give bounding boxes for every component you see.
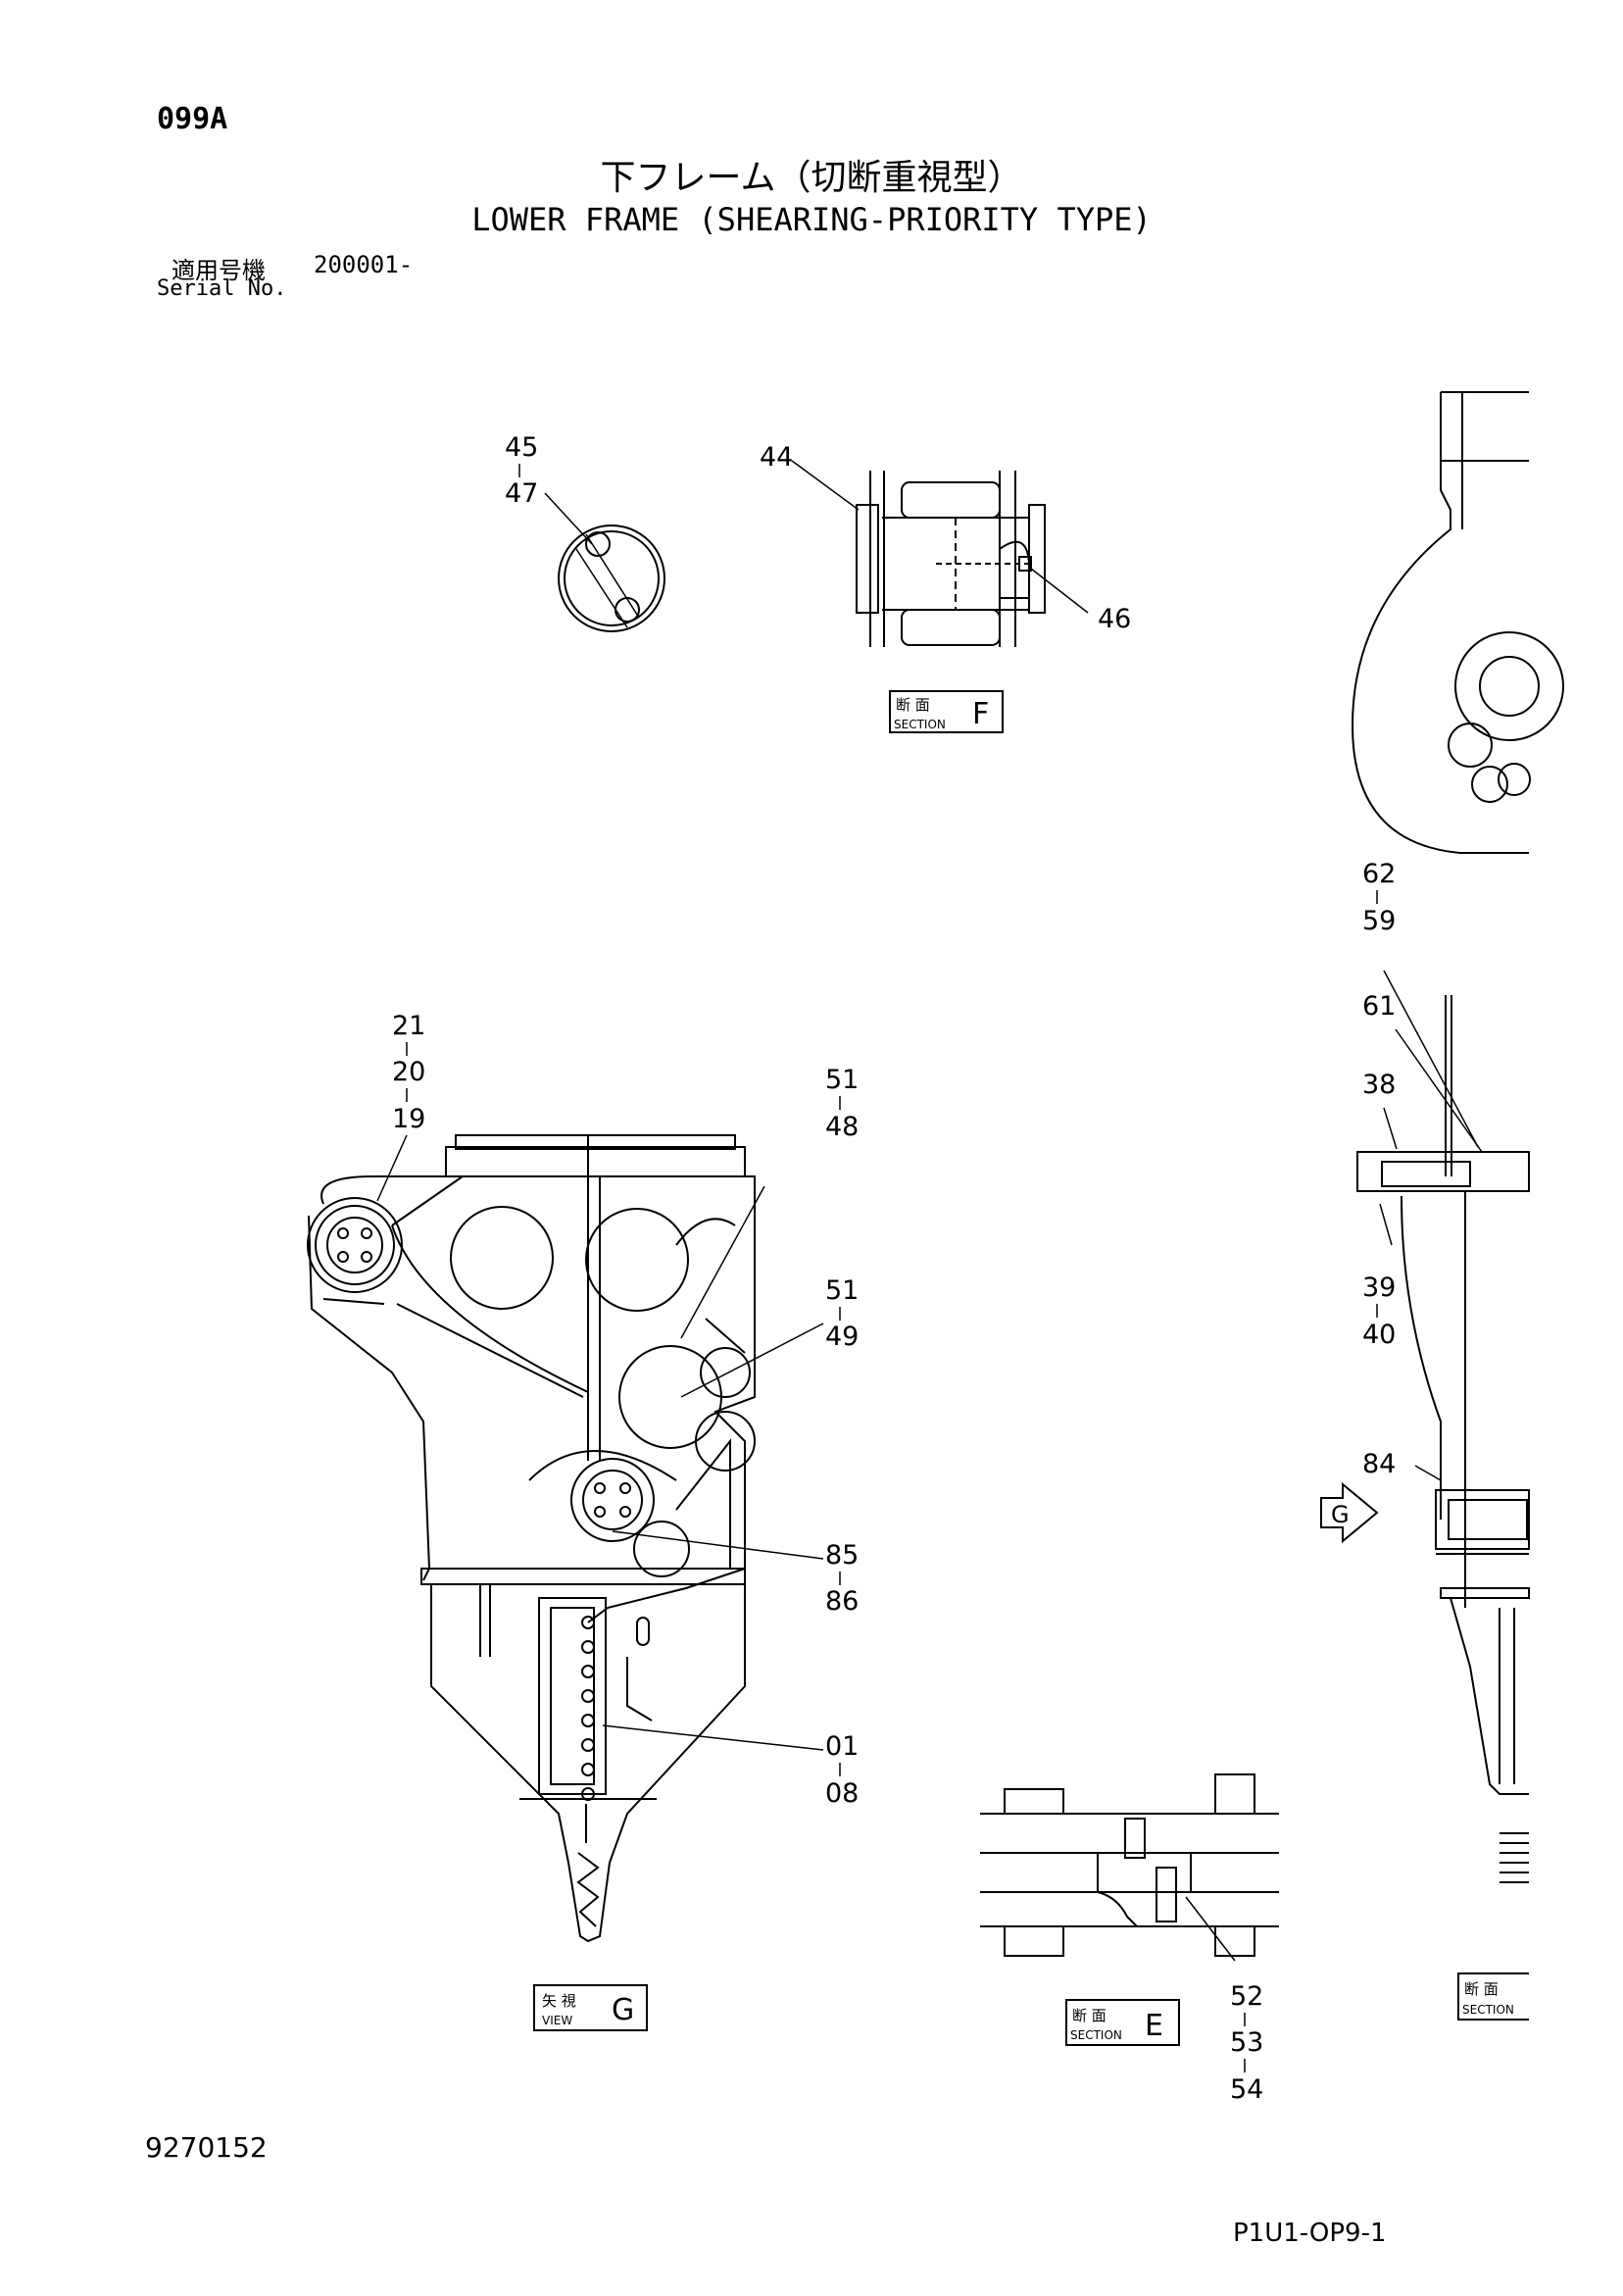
callout-01: 01: [825, 1731, 859, 1762]
callout-21: 21: [392, 1011, 425, 1041]
callout-44: 44: [760, 442, 793, 473]
detail-section-e: [980, 1773, 1279, 1962]
callout-38: 38: [1362, 1070, 1396, 1100]
callout-51-a: 51: [825, 1065, 859, 1095]
view-g-label: 矢 視 VIEW G: [533, 1984, 648, 2031]
svg-text:F: F: [972, 697, 989, 731]
callout-84: 84: [1362, 1449, 1396, 1479]
callout-59: 59: [1362, 906, 1396, 936]
callout-20: 20: [392, 1057, 425, 1087]
svg-text:SECTION: SECTION: [894, 718, 946, 731]
sheet-code: P1U1-OP9-1: [1233, 2219, 1387, 2248]
svg-text:断 面: 断 面: [1072, 2007, 1107, 2024]
page-code: 099A: [157, 102, 228, 136]
callout-54: 54: [1230, 2074, 1263, 2105]
callout-61: 61: [1362, 991, 1396, 1022]
document-number: 9270152: [145, 2131, 268, 2164]
callout-51-b: 51: [825, 1275, 859, 1306]
callout-53: 53: [1230, 2027, 1263, 2058]
svg-text:G: G: [1331, 1501, 1350, 1528]
callout-47: 47: [505, 478, 538, 509]
title-japanese: 下フレーム（切断重視型）: [600, 158, 1023, 198]
svg-text:断 面: 断 面: [896, 696, 930, 714]
callout-85: 85: [825, 1540, 859, 1571]
callout-19: 19: [392, 1104, 425, 1134]
svg-text:E: E: [1145, 2009, 1163, 2043]
svg-text:矢 視: 矢 視: [542, 1992, 576, 2010]
section-e-label: 断 面 SECTION E: [1065, 1999, 1180, 2046]
svg-text:G: G: [612, 1993, 634, 2027]
serial-label-english: Serial No.: [157, 276, 287, 301]
callout-39: 39: [1362, 1273, 1396, 1303]
callout-46: 46: [1098, 604, 1131, 634]
title-english: LOWER FRAME (SHEARING-PRIORITY TYPE): [471, 201, 1152, 238]
detail-section-f-assembly: [791, 460, 1089, 647]
view-direction-arrow: G: [1320, 1481, 1379, 1544]
callout-40: 40: [1362, 1320, 1396, 1350]
callout-52: 52: [1230, 1981, 1263, 2012]
svg-text:SECTION: SECTION: [1070, 2028, 1122, 2042]
callout-08: 08: [825, 1778, 859, 1809]
callout-49: 49: [825, 1322, 859, 1352]
callout-86: 86: [825, 1586, 859, 1617]
svg-text:断 面: 断 面: [1464, 1980, 1499, 1998]
right-partial-view: [1351, 391, 1564, 1883]
svg-text:SECTION: SECTION: [1462, 2003, 1514, 2017]
section-right-label: 断 面 SECTION: [1457, 1972, 1529, 2021]
callout-48: 48: [825, 1112, 859, 1142]
serial-value: 200001-: [314, 251, 414, 278]
svg-text:VIEW: VIEW: [542, 2014, 572, 2027]
section-f-label: 断 面 SECTION F: [889, 690, 1004, 733]
serial-label-japanese: 適用号機: [172, 257, 266, 284]
main-lower-frame: [307, 1134, 765, 1943]
callout-45: 45: [505, 432, 538, 463]
callout-62: 62: [1362, 859, 1396, 889]
detail-round-plate: [544, 492, 665, 632]
